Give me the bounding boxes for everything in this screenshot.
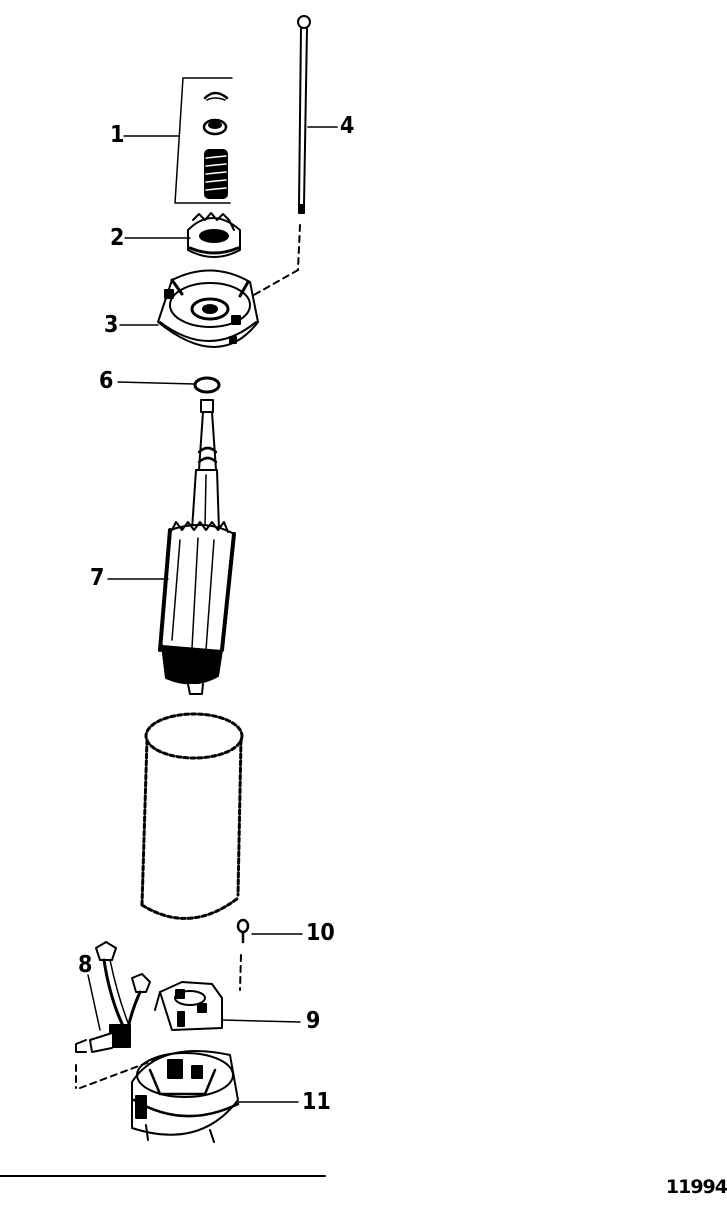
- commutator-end-frame: [131, 1050, 240, 1143]
- leader-lines: [0, 126, 338, 1177]
- drive-end-frame: [157, 269, 259, 348]
- brush-leads: [75, 941, 161, 1089]
- callout-6: 6: [99, 368, 114, 394]
- callout-10: 10: [306, 920, 335, 946]
- figure-id: 11994: [665, 1176, 727, 1198]
- callout-1: 1: [110, 122, 125, 148]
- thrust-washer: [193, 376, 221, 394]
- field-frame-housing: [140, 712, 244, 920]
- brush-holder: [154, 981, 223, 1031]
- through-bolt: [244, 15, 311, 301]
- armature: [158, 399, 236, 695]
- callout-9: 9: [306, 1008, 321, 1034]
- callout-3: 3: [104, 312, 119, 338]
- pinion-drive: [187, 212, 241, 258]
- callout-8: 8: [78, 952, 93, 978]
- callout-2: 2: [110, 225, 125, 251]
- callout-11: 11: [302, 1089, 331, 1115]
- drive-kit-box: [174, 77, 233, 204]
- brush-screw: [236, 918, 250, 991]
- callout-7: 7: [90, 565, 105, 591]
- callout-4: 4: [340, 113, 355, 139]
